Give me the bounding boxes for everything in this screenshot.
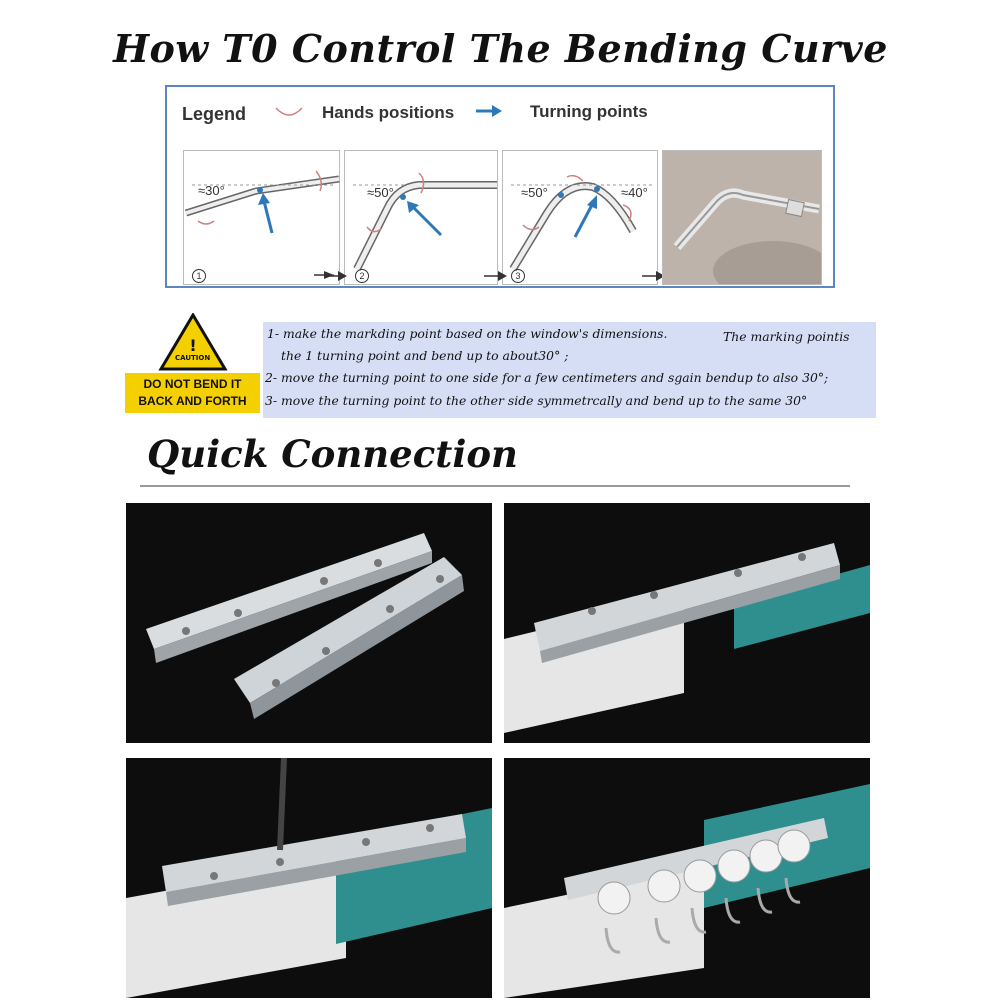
- svg-text:!: !: [189, 336, 196, 355]
- turning-arrow-icon: [472, 102, 504, 125]
- step-3: 3- move the turning point to the other s…: [265, 393, 808, 408]
- caution-sign: ! CAUTION DO NOT BEND IT BACK AND FORTH: [125, 313, 260, 413]
- connector-join-photo: [504, 503, 870, 743]
- step-1-line-c: the 1 turning point and bend up to about…: [281, 348, 569, 363]
- panel-2-number: 2: [355, 269, 369, 283]
- bend-panel-3: ≈50° ≈40° 3: [502, 150, 658, 285]
- bent-track-photo: [662, 150, 822, 285]
- arrow-2-to-3-icon: [482, 268, 508, 287]
- caution-line-2: BACK AND FORTH: [138, 394, 247, 408]
- panel-2-angle: ≈50°: [367, 185, 394, 200]
- panel-3-angle-left: ≈50°: [521, 185, 548, 200]
- section-divider: [140, 485, 850, 487]
- bending-steps: 1- make the markding point based on the …: [263, 322, 876, 418]
- hands-label: Hands positions: [322, 103, 455, 122]
- bend-panel-2: ≈50° 2: [344, 150, 498, 285]
- step-2: 2- move the turning point to one side fo…: [265, 370, 829, 385]
- step-1-line-b: The marking pointis: [723, 329, 850, 344]
- panel-1-number: 1: [192, 269, 206, 283]
- arrow-3-to-4-icon: [640, 268, 666, 287]
- legend-label: Legend: [182, 104, 247, 124]
- bend-panel-1: ≈30° 1: [183, 150, 340, 285]
- caution-label: CAUTION: [175, 354, 211, 362]
- panel-1-angle: ≈30°: [198, 183, 225, 198]
- page-title: How T0 Control The Bending Curve: [113, 26, 888, 71]
- section-title: Quick Connection: [147, 432, 518, 476]
- gliders-on-track-photo: [504, 758, 870, 998]
- panel-3-number: 3: [511, 269, 525, 283]
- turning-label: Turning points: [530, 102, 648, 121]
- hand-position-icon: [272, 100, 306, 127]
- step-1-line-a: 1- make the markding point based on the …: [267, 326, 668, 341]
- connector-pieces-photo: [126, 503, 492, 743]
- legend-row: Legend Hands positions Turning points: [180, 100, 820, 126]
- panel-3-angle-right: ≈40°: [621, 185, 648, 200]
- caution-line-1: DO NOT BEND IT: [143, 377, 242, 391]
- screw-tighten-photo: [126, 758, 492, 998]
- arrow-1-to-2-icon: [322, 268, 348, 287]
